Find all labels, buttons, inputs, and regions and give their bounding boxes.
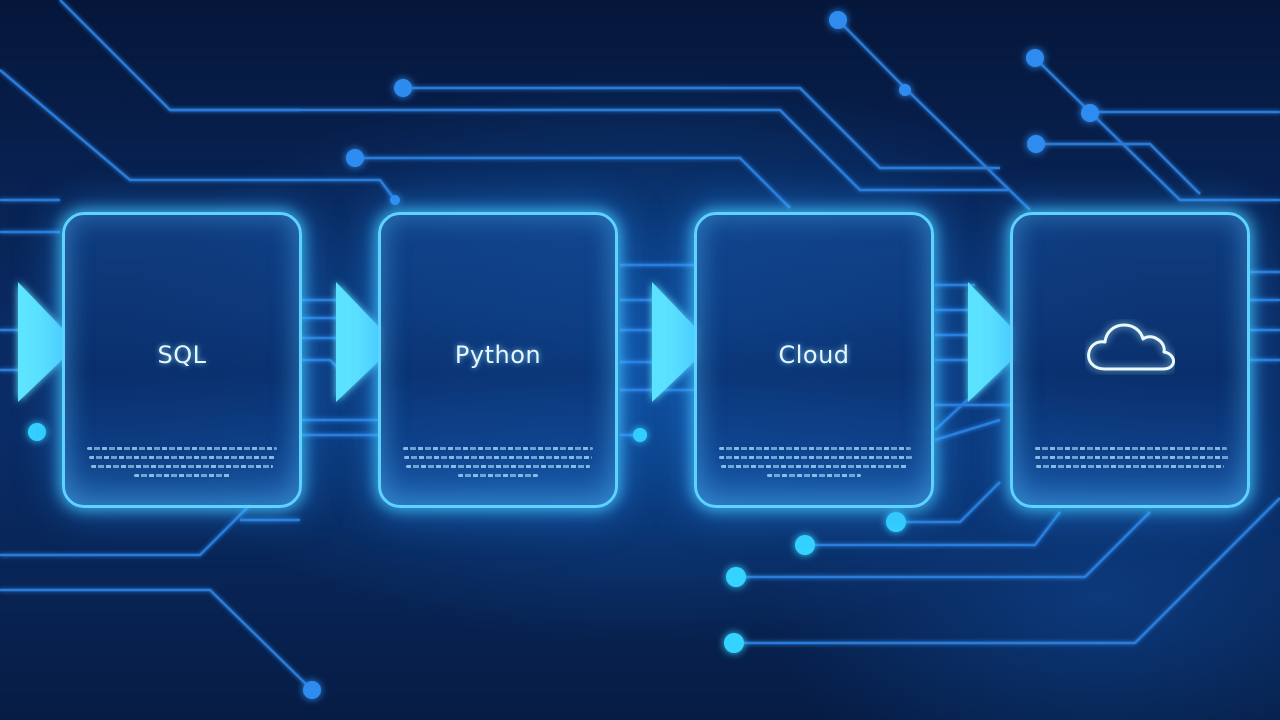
node-cloud-icon <box>1010 212 1250 508</box>
arrow-entry <box>18 282 62 402</box>
arrow-sql-to-python <box>336 282 380 402</box>
node-cloud: Cloud <box>694 212 934 508</box>
node-label: Cloud <box>778 341 850 369</box>
cloud-outline-icon <box>1087 323 1175 371</box>
flow-arrows <box>18 282 1012 402</box>
circuit-nodes <box>303 11 1099 699</box>
node-python: Python <box>378 212 618 508</box>
node-text-lines <box>87 447 277 483</box>
node-label: Python <box>454 341 542 369</box>
node-text-lines <box>719 447 913 483</box>
node-label: SQL <box>157 341 207 369</box>
circuit-nodes-bright <box>28 423 906 653</box>
arrow-cloud-to-next <box>968 282 1012 402</box>
node-text-lines <box>403 447 593 483</box>
arrow-python-to-cloud <box>652 282 696 402</box>
node-sql: SQL <box>62 212 302 508</box>
node-text-lines <box>1035 447 1229 474</box>
